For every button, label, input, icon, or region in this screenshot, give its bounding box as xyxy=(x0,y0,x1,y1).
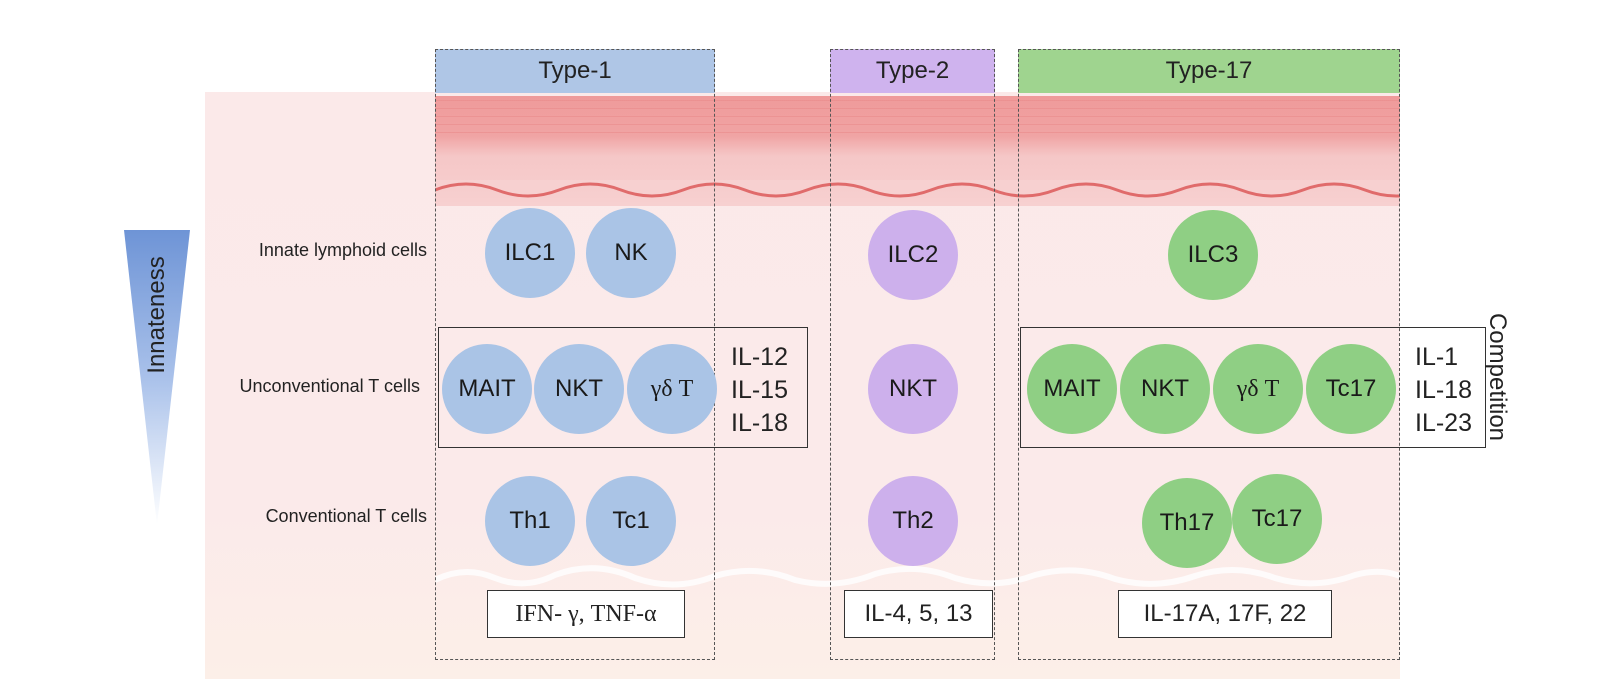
cell-nkt-type2: NKT xyxy=(868,344,958,434)
type2-column-frame xyxy=(830,49,995,660)
type1-header-label: Type-1 xyxy=(538,57,612,84)
cell-label: NKT xyxy=(889,375,937,402)
cell-ilc2: ILC2 xyxy=(868,210,958,300)
type1-cytokines: IL-12 IL-15 IL-18 xyxy=(731,341,788,440)
type17-output-label: IL-17A, 17F, 22 xyxy=(1143,600,1307,627)
cell-ilc3: ILC3 xyxy=(1168,210,1258,300)
cell-mait-type17: MAIT xyxy=(1027,344,1117,434)
type1-output-label: IFN- γ, TNF-α xyxy=(515,600,657,627)
cell-label: Tc17 xyxy=(1251,505,1303,532)
cell-label: Tc17 xyxy=(1325,375,1377,402)
cell-nkt-type17: NKT xyxy=(1120,344,1210,434)
cell-label: NKT xyxy=(1141,375,1189,402)
cell-ilc1: ILC1 xyxy=(485,208,575,298)
cell-label: MAIT xyxy=(458,375,516,402)
cell-gamma-delta-t: γδ T xyxy=(627,344,717,434)
type17-header-label: Type-17 xyxy=(1165,57,1253,84)
cell-label: ILC1 xyxy=(504,239,556,266)
cell-gamma-delta-t-type17: γδ T xyxy=(1213,344,1303,434)
epithelium-wave xyxy=(435,180,1400,198)
cell-label: ILC2 xyxy=(887,241,939,268)
cell-label: MAIT xyxy=(1043,375,1101,402)
row-label-conventional: Conventional T cells xyxy=(265,506,427,526)
cell-nk: NK xyxy=(586,208,676,298)
innateness-label: Innateness xyxy=(143,256,170,374)
cytokine-label: IL-23 xyxy=(1415,409,1472,437)
cytokine-label: IL-18 xyxy=(731,409,788,437)
type2-output-label: IL-4, 5, 13 xyxy=(864,600,973,627)
cell-label: ILC3 xyxy=(1187,241,1239,268)
cell-th17: Th17 xyxy=(1142,478,1232,568)
cytokine-label: IL-15 xyxy=(731,376,788,404)
cell-label: Tc1 xyxy=(612,507,650,534)
row-label-unconventional: Unconventional T cells xyxy=(239,376,420,396)
cell-label: γδ T xyxy=(1236,375,1280,402)
type1-output-box: IFN- γ, TNF-α xyxy=(487,590,685,638)
epithelium-stripes xyxy=(435,100,1400,136)
type1-header: Type-1 xyxy=(435,49,715,93)
type2-header-label: Type-2 xyxy=(875,57,950,84)
row-label-innate: Innate lymphoid cells xyxy=(258,240,427,260)
type2-header: Type-2 xyxy=(830,49,995,93)
type17-unconventional-box xyxy=(1020,327,1486,448)
cell-label: Th17 xyxy=(1159,509,1215,536)
competition-label: Competition xyxy=(1484,312,1511,442)
cell-label: γδ T xyxy=(650,375,694,402)
cell-label: Th1 xyxy=(509,507,551,534)
cell-tc17-unconventional: Tc17 xyxy=(1306,344,1396,434)
type17-header: Type-17 xyxy=(1018,49,1400,93)
cell-th2: Th2 xyxy=(868,476,958,566)
cell-label: NK xyxy=(614,239,648,266)
type17-cytokines: IL-1 IL-18 IL-23 xyxy=(1415,341,1472,440)
cell-label: NKT xyxy=(555,375,603,402)
cytokine-label: IL-18 xyxy=(1415,376,1472,404)
type1-unconventional-box xyxy=(438,327,808,448)
type17-output-box: IL-17A, 17F, 22 xyxy=(1118,590,1332,638)
bottom-tissue-texture xyxy=(435,565,1400,588)
cell-label: Th2 xyxy=(892,507,934,534)
cell-tc17-conventional: Tc17 xyxy=(1232,474,1322,564)
cell-tc1: Tc1 xyxy=(586,476,676,566)
type17-column-frame xyxy=(1018,49,1400,660)
cell-th1: Th1 xyxy=(485,476,575,566)
type2-output-box: IL-4, 5, 13 xyxy=(844,590,993,638)
type1-column-frame xyxy=(435,49,715,660)
cell-mait: MAIT xyxy=(442,344,532,434)
cytokine-label: IL-12 xyxy=(731,343,788,371)
cytokine-label: IL-1 xyxy=(1415,343,1459,371)
cell-nkt: NKT xyxy=(534,344,624,434)
